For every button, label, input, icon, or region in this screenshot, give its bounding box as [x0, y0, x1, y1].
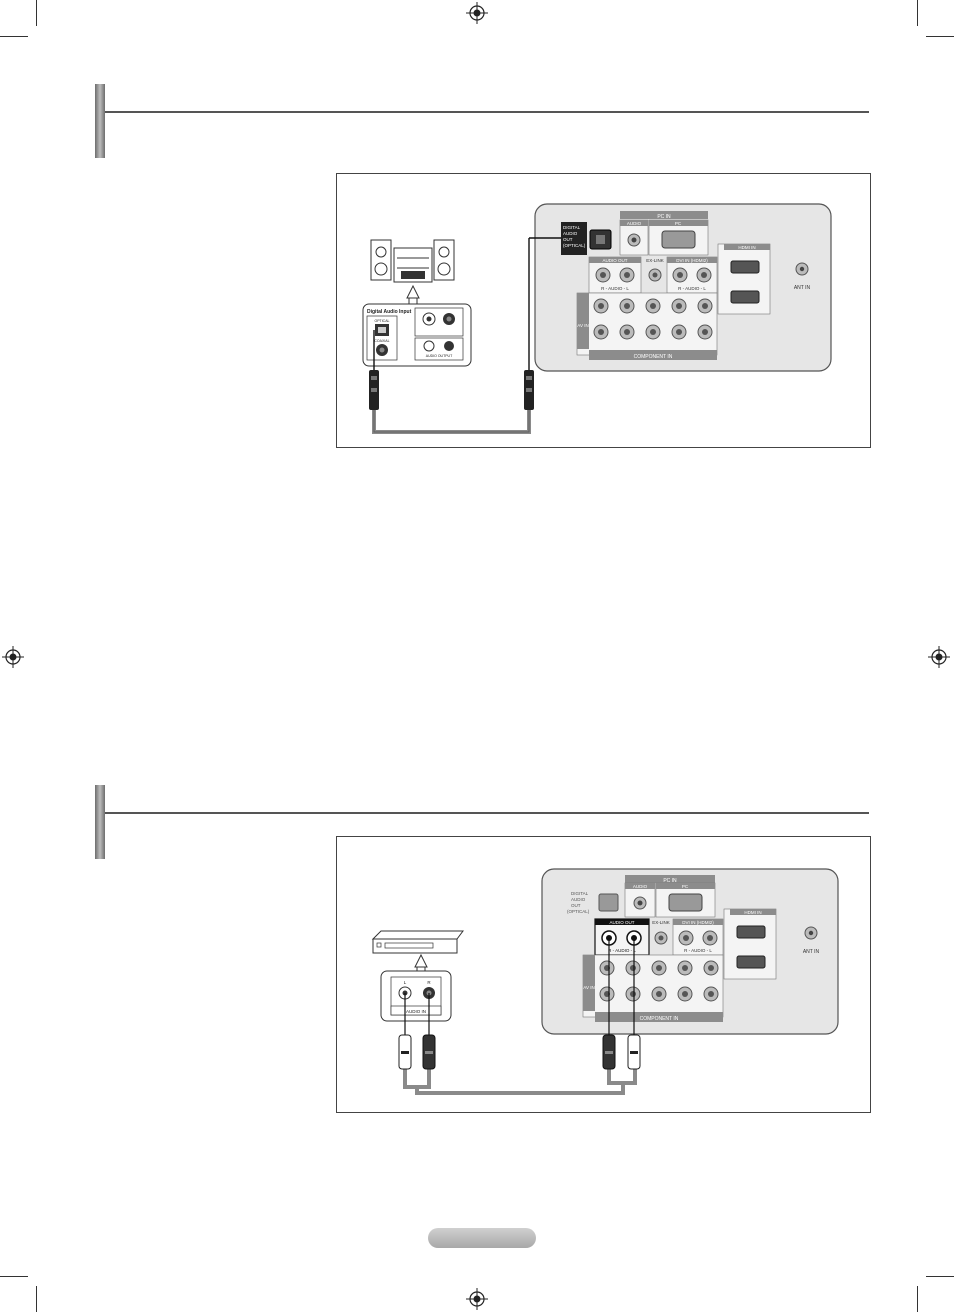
- component-in-label: COMPONENT IN: [640, 1016, 679, 1022]
- crop-mark-bottom-left-v: [36, 1286, 37, 1312]
- page-number-badge: [428, 1228, 536, 1248]
- channel-l-label: L: [404, 980, 407, 985]
- coaxial-input-label: COAXIAL: [374, 339, 389, 343]
- crop-mark-top-left-v: [36, 0, 37, 26]
- speaker-right-icon: [433, 239, 455, 281]
- av-in-label: AV IN: [577, 323, 588, 328]
- audio-out-label: AUDIO OUT: [602, 258, 627, 263]
- dvi-audio-rl-label: R - AUDIO - L: [678, 286, 706, 291]
- audio-out-label: AUDIO OUT: [609, 920, 634, 925]
- digital-audio-out-line-2: AUDIO: [571, 897, 586, 902]
- section-2-bar: [95, 785, 105, 859]
- component-in-label: COMPONENT IN: [634, 354, 673, 360]
- pc-in-label: PC IN: [657, 214, 671, 220]
- registration-target-icon: [928, 646, 950, 668]
- analog-audio-connection-diagram: PC IN AUDIO PC DIGITAL AUDIO OUT (OPTICA…: [371, 868, 839, 1095]
- crop-mark-top-right-v: [917, 0, 918, 26]
- section-2-rule: [105, 812, 869, 814]
- pc-in-label: PC IN: [663, 878, 677, 884]
- ant-in-label: ANT IN: [803, 949, 820, 955]
- section-1-rule: [105, 111, 869, 113]
- crop-mark-top-left-h: [0, 36, 28, 37]
- dvi-in-label: DVI IN (HDMI2): [676, 258, 708, 263]
- av-in-label: AV IN: [583, 985, 594, 990]
- hdmi-port-icon: [730, 290, 760, 304]
- audio-cable: [403, 1069, 637, 1095]
- pc-audio-label: AUDIO: [633, 884, 648, 889]
- pc-label: PC: [675, 221, 682, 226]
- figure-analog-audio-connection: PC IN AUDIO PC DIGITAL AUDIO OUT (OPTICA…: [336, 836, 871, 1113]
- registration-target-icon: [466, 2, 488, 24]
- hdmi-port-icon: [736, 925, 766, 939]
- crop-mark-bottom-left-h: [0, 1276, 28, 1277]
- pc-audio-label: AUDIO: [627, 221, 642, 226]
- registration-target-icon: [466, 1288, 488, 1310]
- hdmi-port-icon: [730, 260, 760, 274]
- ex-link-label: EX-LINK: [652, 920, 670, 925]
- dvi-in-label: DVI IN (HDMI2): [682, 920, 714, 925]
- amplifier-icon: [371, 930, 464, 940]
- crop-mark-top-right-h: [926, 36, 954, 37]
- pc-label: PC: [682, 884, 689, 889]
- hdmi-in-label: HDMI IN: [738, 245, 755, 250]
- registration-target-icon: [2, 646, 24, 668]
- vga-port-icon: [668, 893, 703, 912]
- audio-in-label: AUDIO IN: [406, 1009, 426, 1014]
- crop-mark-bottom-right-v: [917, 1286, 918, 1312]
- digital-audio-out-line-4: (OPTICAL): [563, 243, 586, 248]
- digital-audio-out-line-1: DIGITAL: [563, 225, 581, 230]
- digital-audio-input-label: Digital Audio Input: [367, 309, 412, 315]
- digital-audio-out-line-2: AUDIO: [563, 231, 578, 236]
- digital-audio-out-line-3: OUT: [571, 903, 581, 908]
- optical-input-label: OPTICAL: [375, 319, 390, 323]
- vga-port-icon: [661, 230, 696, 249]
- figure-optical-connection: PC IN AUDIO PC DIGITAL AUDIO OUT (OPTICA…: [336, 173, 871, 448]
- hdmi-port-icon: [736, 955, 766, 969]
- audio-out-rl-label: R - AUDIO - L: [608, 948, 636, 953]
- digital-audio-out-line-4: (OPTICAL): [567, 909, 590, 914]
- ant-in-label: ANT IN: [794, 285, 811, 291]
- crop-mark-bottom-right-h: [926, 1276, 954, 1277]
- speaker-left-icon: [370, 239, 392, 281]
- audio-out-rl-label: R - AUDIO - L: [601, 286, 629, 291]
- channel-r-label: R: [427, 980, 431, 985]
- digital-audio-out-line-1: DIGITAL: [571, 891, 589, 896]
- optical-cable: [372, 410, 531, 434]
- optical-connection-diagram: PC IN AUDIO PC DIGITAL AUDIO OUT (OPTICA…: [362, 203, 832, 434]
- optical-port-icon: [598, 893, 619, 912]
- digital-audio-out-line-3: OUT: [563, 237, 573, 242]
- audio-output-label: AUDIO OUTPUT: [426, 354, 453, 358]
- hdmi-in-label: HDMI IN: [744, 910, 761, 915]
- section-1-bar: [95, 84, 105, 158]
- dvi-audio-rl-label: R - AUDIO - L: [684, 948, 712, 953]
- ex-link-label: EX-LINK: [646, 258, 664, 263]
